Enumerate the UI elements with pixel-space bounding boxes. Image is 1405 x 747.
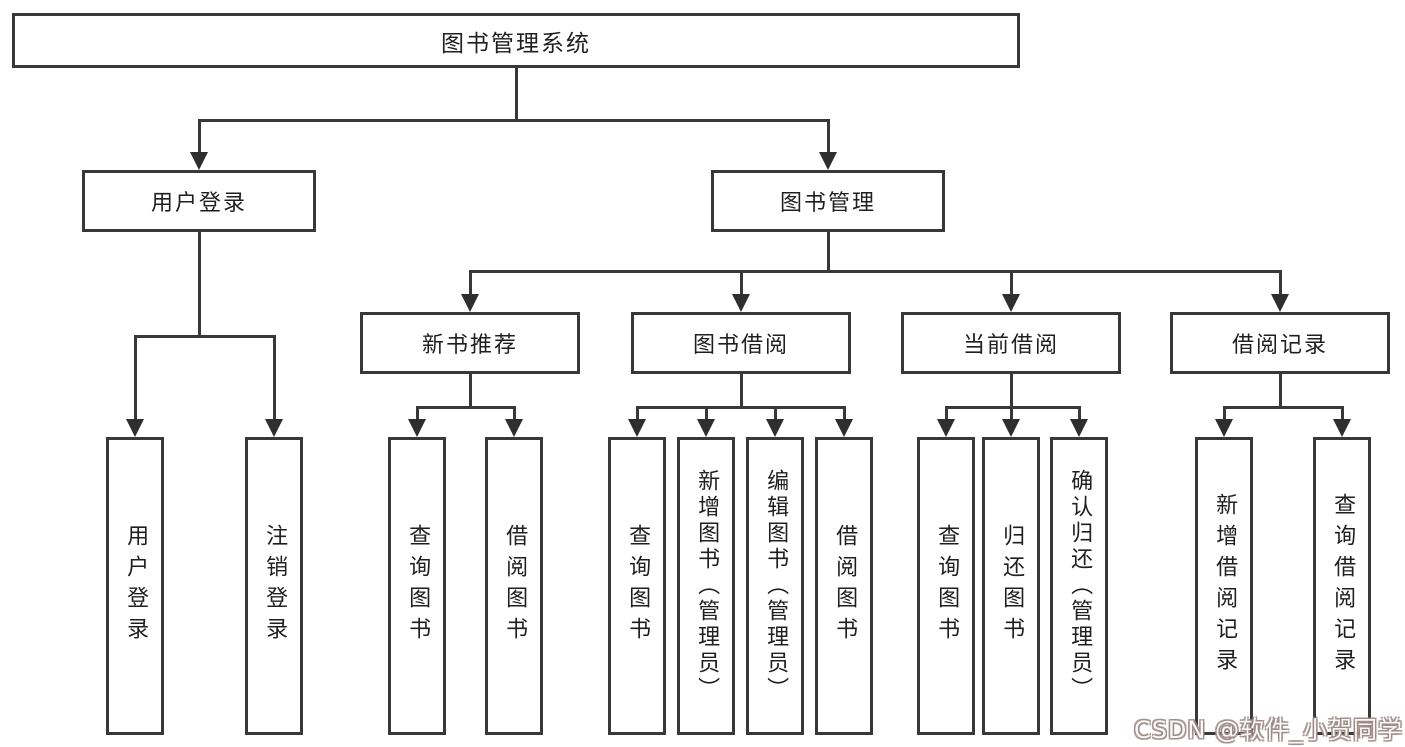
leaf-logout: 注销登录 (245, 437, 303, 735)
connector-user-login-bus (134, 335, 275, 338)
connector-br-stem (1279, 374, 1282, 408)
arrow-down-cb-confirm (1070, 419, 1088, 437)
leaf-bb-query-books: 查询图书 (608, 437, 666, 735)
leaf-label: 注销登录 (262, 524, 288, 648)
node-book-borrowing: 图书借阅 (631, 312, 851, 374)
connector-drop-book-borrowing (740, 270, 743, 296)
node-library-management-system: 图书管理系统 (12, 13, 1020, 68)
leaf-br-add-record: 新增借阅记录 (1195, 437, 1253, 735)
arrow-down-borrow-records (1271, 294, 1289, 312)
connector-drop-bb-query (636, 406, 639, 421)
connector-drop-bb-borrow (843, 406, 846, 421)
connector-root-bus (198, 119, 829, 122)
node-book-management: 图书管理 (711, 170, 945, 232)
connector-root-stem (515, 68, 518, 121)
connector-book-mgmt-bus (470, 270, 1281, 273)
connector-nb-stem (469, 374, 472, 408)
arrow-down-book-borrowing (732, 294, 750, 312)
leaf-cb-return-books: 归还图书 (982, 437, 1040, 735)
leaf-label: 借阅图书 (502, 524, 528, 648)
arrow-down-br-query (1333, 419, 1351, 437)
leaf-label: 新增图书（管理员） (694, 469, 720, 703)
connector-drop-borrow-records (1279, 270, 1282, 296)
leaf-label: 查询图书 (625, 524, 651, 648)
leaf-bb-add-books-admin: 新增图书（管理员） (677, 437, 735, 735)
arrow-down-bb-borrow (835, 419, 853, 437)
leaf-label: 新增借阅记录 (1212, 493, 1238, 679)
leaf-label: 确认归还（管理员） (1067, 469, 1093, 703)
arrow-down-new-book-rec (461, 294, 479, 312)
connector-drop-new-book-rec (469, 270, 472, 296)
connector-drop-bb-edit (774, 406, 777, 421)
connector-bb-bus (637, 406, 845, 409)
node-borrow-records: 借阅记录 (1170, 312, 1390, 374)
leaf-label: 查询借阅记录 (1330, 493, 1356, 679)
leaf-label: 归还图书 (999, 524, 1025, 648)
connector-drop-nb-query (416, 406, 419, 421)
connector-drop-cb-return (1010, 406, 1013, 421)
csdn-watermark: CSDN @软件_小贺同学 (1133, 716, 1403, 744)
leaf-bb-edit-books-admin: 编辑图书（管理员） (746, 437, 804, 735)
arrow-down-bb-add (697, 419, 715, 437)
leaf-br-query-record: 查询借阅记录 (1313, 437, 1371, 735)
connector-drop-user-login-group (198, 119, 201, 153)
leaf-label: 查询图书 (405, 524, 431, 648)
node-user-login-group: 用户登录 (82, 170, 316, 232)
arrow-down-nb-query (408, 419, 426, 437)
arrow-down-cb-return (1002, 419, 1020, 437)
arrow-down-bb-query (628, 419, 646, 437)
connector-nb-bus (417, 406, 515, 409)
connector-drop-nb-borrow (513, 406, 516, 421)
arrow-down-current-borrowing (1002, 294, 1020, 312)
leaf-cb-query-books: 查询图书 (917, 437, 975, 735)
leaf-bb-borrow-books: 借阅图书 (815, 437, 873, 735)
connector-drop-logout-leaf (273, 335, 276, 421)
connector-drop-book-management (827, 119, 830, 153)
leaf-label: 借阅图书 (832, 524, 858, 648)
connector-drop-cb-confirm (1078, 406, 1081, 421)
arrow-down-user-login-group (190, 152, 208, 170)
arrow-down-br-add (1215, 419, 1233, 437)
leaf-label: 编辑图书（管理员） (763, 469, 789, 703)
connector-drop-bb-add (705, 406, 708, 421)
connector-drop-br-add (1223, 406, 1226, 421)
connector-book-mgmt-stem (827, 232, 830, 272)
leaf-cb-confirm-return-admin: 确认归还（管理员） (1050, 437, 1108, 735)
connector-cb-bus (946, 406, 1080, 409)
connector-bb-stem (740, 374, 743, 408)
leaf-nb-borrow-books: 借阅图书 (485, 437, 543, 735)
connector-drop-br-query (1341, 406, 1344, 421)
connector-drop-current-borrowing (1010, 270, 1013, 296)
connector-cb-stem (1010, 374, 1013, 408)
leaf-label: 用户登录 (123, 524, 149, 648)
leaf-nb-query-books: 查询图书 (388, 437, 446, 735)
arrow-down-bb-edit (766, 419, 784, 437)
connector-drop-user-login-leaf (134, 335, 137, 421)
arrow-down-book-management (819, 152, 837, 170)
arrow-down-cb-query (937, 419, 955, 437)
node-current-borrowing: 当前借阅 (901, 312, 1121, 374)
connector-drop-cb-query (945, 406, 948, 421)
connector-user-login-stem (198, 232, 201, 337)
arrow-down-logout-leaf (265, 419, 283, 437)
leaf-label: 查询图书 (934, 524, 960, 648)
node-new-book-recommendation: 新书推荐 (360, 312, 580, 374)
arrow-down-user-login-leaf (126, 419, 144, 437)
connector-br-bus (1224, 406, 1343, 409)
arrow-down-nb-borrow (505, 419, 523, 437)
leaf-user-login: 用户登录 (106, 437, 164, 735)
